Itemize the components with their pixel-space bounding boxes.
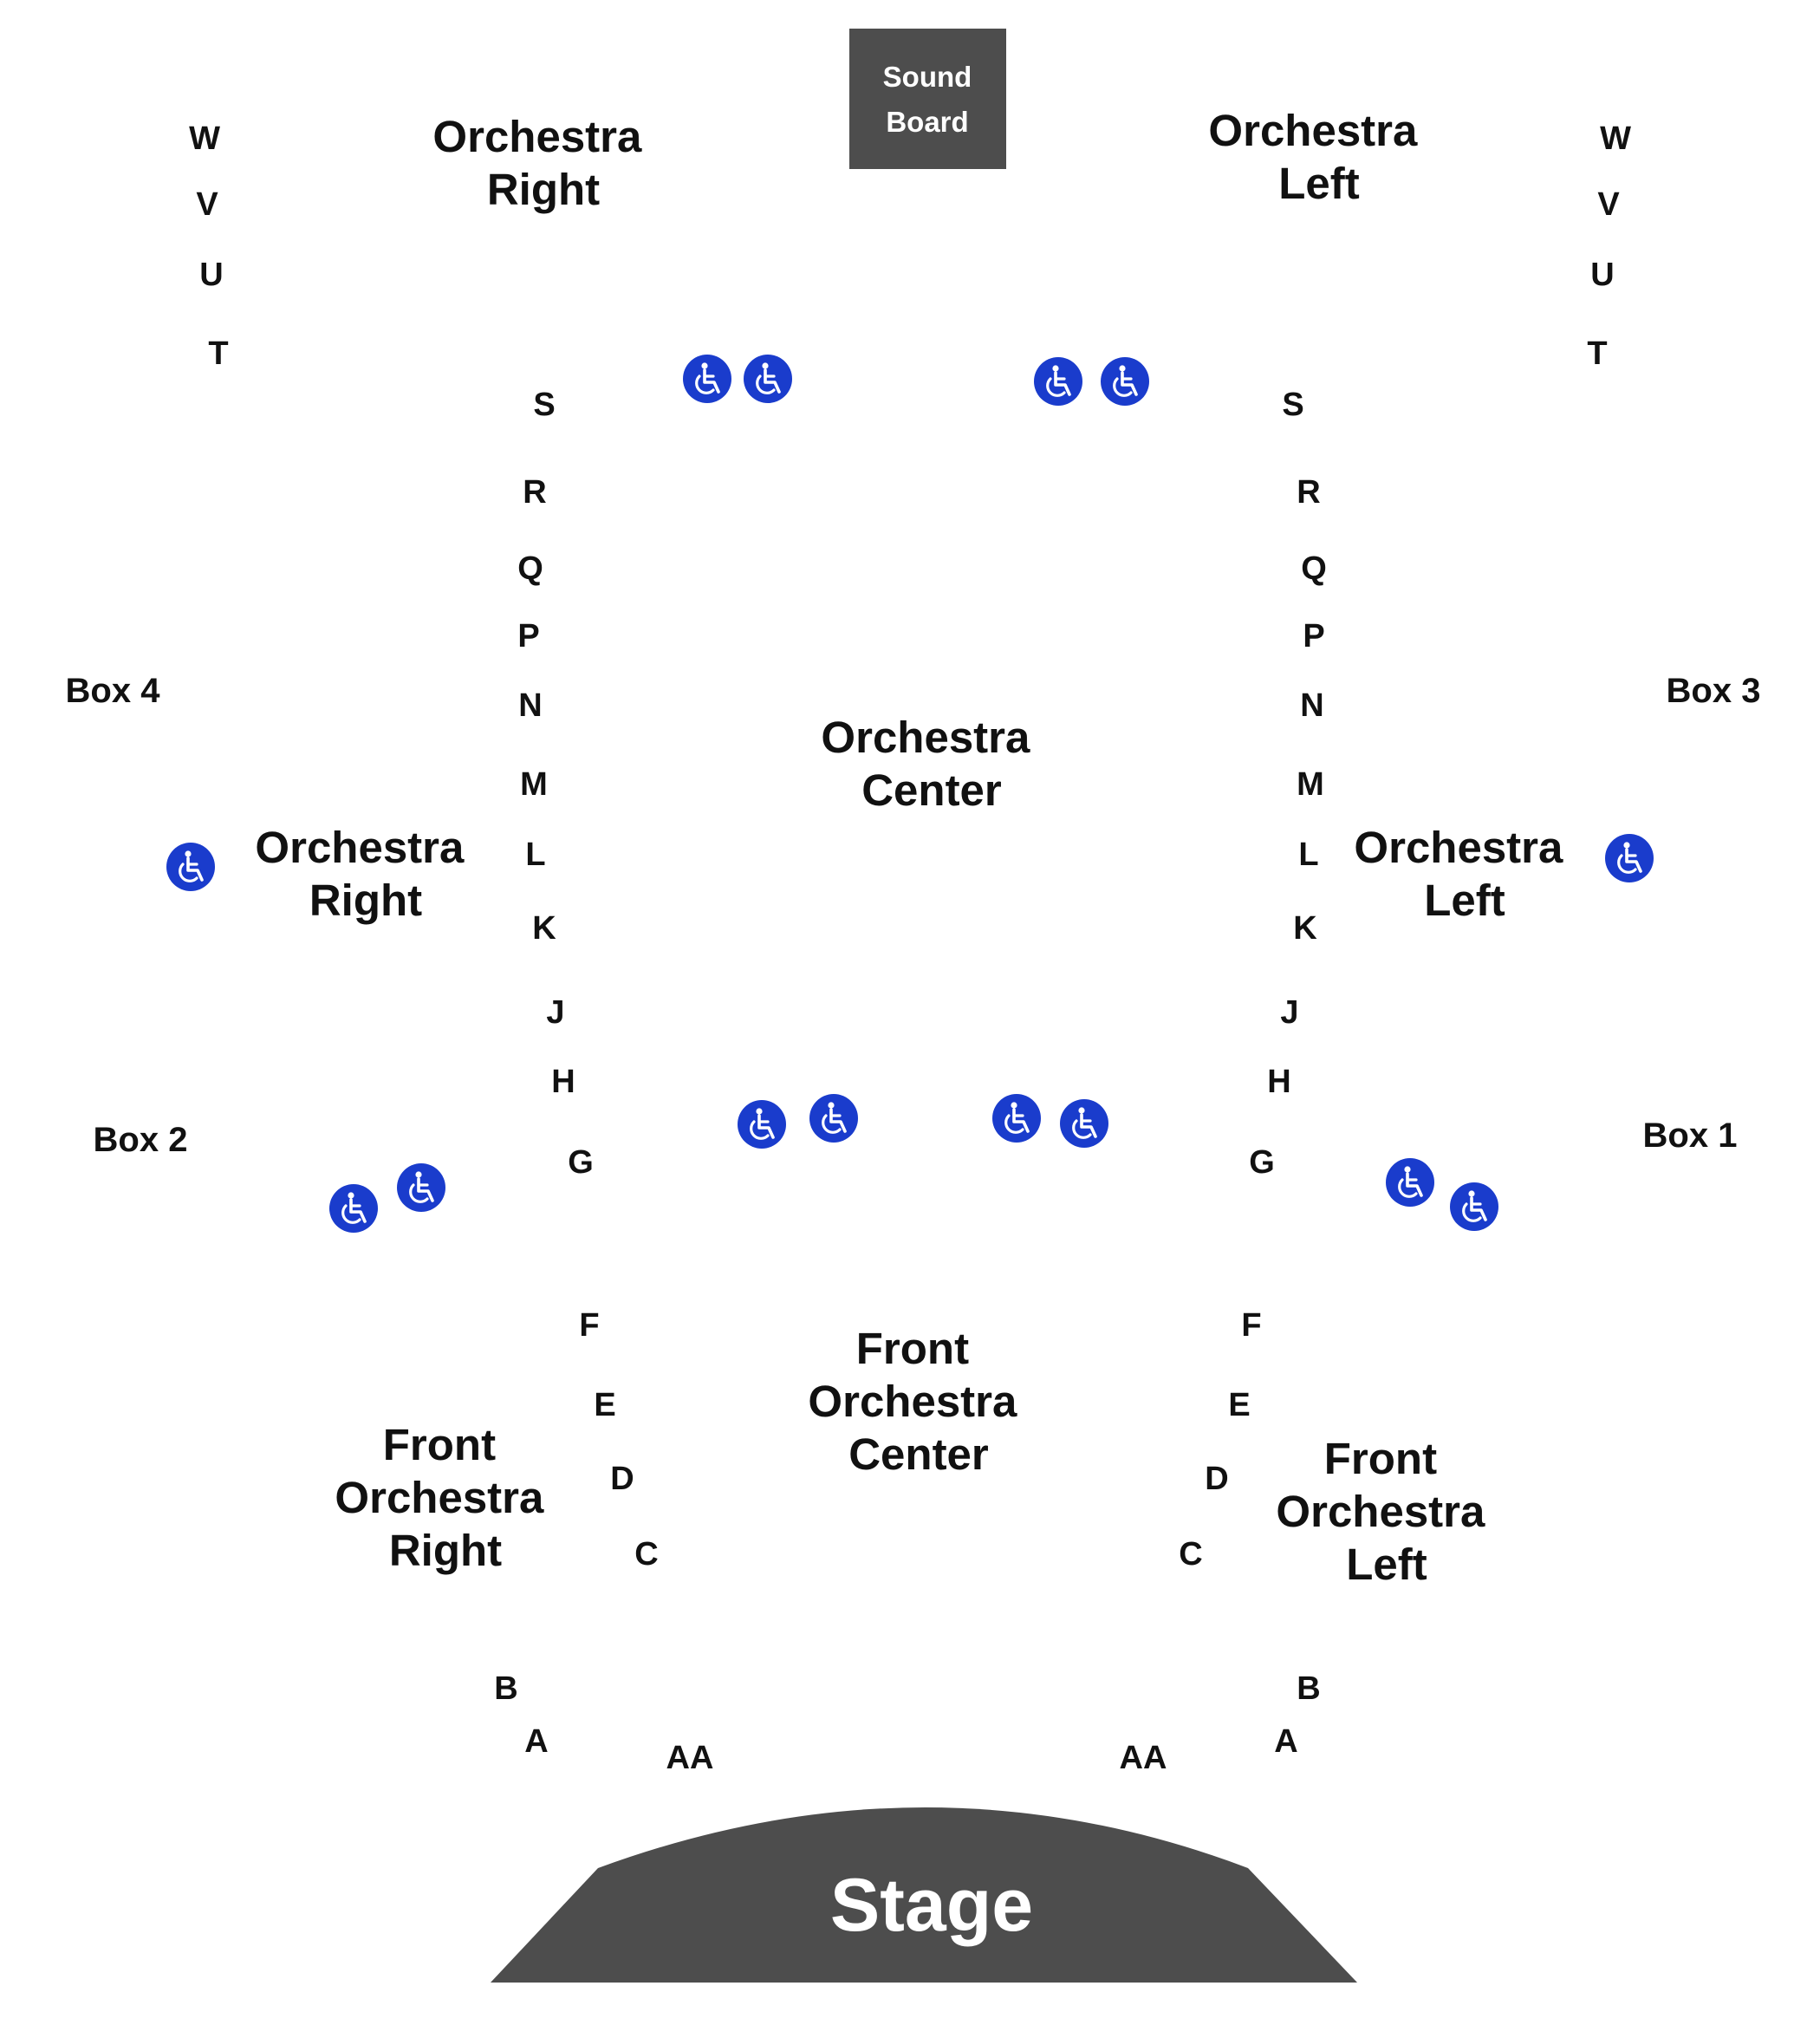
section-orchestra-left[interactable]: Orchestra Left	[1354, 823, 1575, 925]
section-front-orchestra-right[interactable]: Front Orchestra Right	[335, 1420, 556, 1575]
row-labels-near-left: B A AA	[494, 1670, 713, 1776]
wheelchair-icon[interactable]	[1032, 355, 1084, 407]
row-label: D	[610, 1461, 634, 1497]
row-label: H	[1267, 1064, 1290, 1100]
row-label: J	[1280, 994, 1298, 1031]
wheelchair-icon[interactable]	[991, 1092, 1043, 1144]
section-orchestra-left-rear[interactable]: Orchestra Left	[1208, 106, 1429, 208]
section-front-orchestra-left[interactable]: Front Orchestra Left	[1276, 1434, 1497, 1589]
row-label: V	[1597, 186, 1620, 223]
row-label: AA	[1120, 1740, 1167, 1776]
wheelchair-icon[interactable]	[328, 1182, 380, 1234]
row-label: M	[520, 766, 548, 803]
section-orchestra-right-rear[interactable]: Orchestra Right	[432, 112, 653, 214]
row-label: T	[208, 335, 228, 372]
row-label: P	[1303, 618, 1324, 654]
section-orchestra-right[interactable]: Orchestra Right	[255, 823, 476, 925]
box-3[interactable]: Box 3	[1667, 672, 1761, 710]
row-label: F	[1241, 1307, 1261, 1344]
row-labels-front-right: F E D C	[1179, 1307, 1261, 1572]
row-label: N	[1300, 687, 1323, 724]
row-label: R	[523, 474, 546, 511]
row-labels-inner-right: S R Q P N M L K J H G	[1249, 387, 1327, 1181]
row-label: Q	[517, 550, 543, 587]
wheelchair-icon[interactable]	[395, 1162, 447, 1214]
stage-label: Stage	[830, 1864, 1033, 1947]
row-label: S	[1282, 387, 1303, 423]
row-label: N	[518, 687, 542, 724]
row-label: F	[579, 1307, 599, 1344]
row-label: E	[594, 1387, 615, 1423]
wheelchair-icon[interactable]	[1384, 1156, 1436, 1208]
section-orchestra-center[interactable]: Orchestra Center	[821, 713, 1042, 815]
row-label: V	[196, 186, 218, 223]
row-label: S	[533, 387, 555, 423]
row-label: D	[1205, 1461, 1228, 1497]
sound-board[interactable]: Sound Board	[849, 29, 1006, 169]
row-label: G	[568, 1144, 594, 1181]
stage[interactable]: Stage	[491, 1807, 1357, 1983]
row-label: H	[551, 1064, 575, 1100]
row-label: L	[525, 837, 545, 873]
row-label: R	[1297, 474, 1320, 511]
row-label: A	[1274, 1723, 1297, 1760]
row-label: A	[524, 1723, 548, 1760]
row-labels-front-left: F E D C	[579, 1307, 658, 1572]
wheelchair-icon[interactable]	[742, 353, 794, 405]
row-label: T	[1587, 335, 1607, 372]
row-label: U	[1590, 257, 1614, 293]
row-labels-inner-left: S R Q P N M L K J H G	[517, 387, 594, 1181]
row-labels-rear-right: W V U T	[1587, 120, 1631, 372]
wheelchair-icon[interactable]	[1099, 355, 1151, 407]
row-label: M	[1297, 766, 1324, 803]
row-label: J	[546, 994, 564, 1031]
row-label: AA	[666, 1740, 714, 1776]
row-labels-near-right: B A AA	[1120, 1670, 1321, 1776]
row-label: P	[517, 618, 539, 654]
row-label: Q	[1301, 550, 1327, 587]
row-label: C	[1179, 1536, 1202, 1572]
row-label: B	[494, 1670, 517, 1707]
box-2[interactable]: Box 2	[94, 1121, 188, 1159]
row-label: E	[1228, 1387, 1250, 1423]
sound-board-label-1: Sound	[883, 61, 972, 93]
wheelchair-icon[interactable]	[808, 1092, 860, 1144]
section-front-orchestra-center[interactable]: Front Orchestra Center	[808, 1324, 1029, 1479]
row-label: B	[1297, 1670, 1320, 1707]
row-labels-rear-left: W V U T	[189, 120, 229, 372]
row-label: L	[1298, 837, 1318, 873]
row-label: W	[1600, 120, 1631, 157]
row-label: K	[1293, 910, 1317, 947]
row-label: W	[189, 120, 220, 157]
sound-board-label-2: Board	[886, 106, 968, 138]
wheelchair-icon[interactable]	[165, 841, 217, 893]
wheelchair-icon[interactable]	[1603, 832, 1655, 884]
wheelchair-icon[interactable]	[736, 1098, 788, 1150]
row-label: G	[1249, 1144, 1275, 1181]
wheelchair-icon[interactable]	[1448, 1181, 1500, 1233]
box-1[interactable]: Box 1	[1643, 1117, 1738, 1155]
wheelchair-icon[interactable]	[1058, 1097, 1110, 1149]
box-4[interactable]: Box 4	[66, 672, 161, 710]
row-label: K	[532, 910, 556, 947]
wheelchair-icon[interactable]	[681, 353, 733, 405]
row-label: U	[199, 257, 223, 293]
row-label: C	[634, 1536, 658, 1572]
